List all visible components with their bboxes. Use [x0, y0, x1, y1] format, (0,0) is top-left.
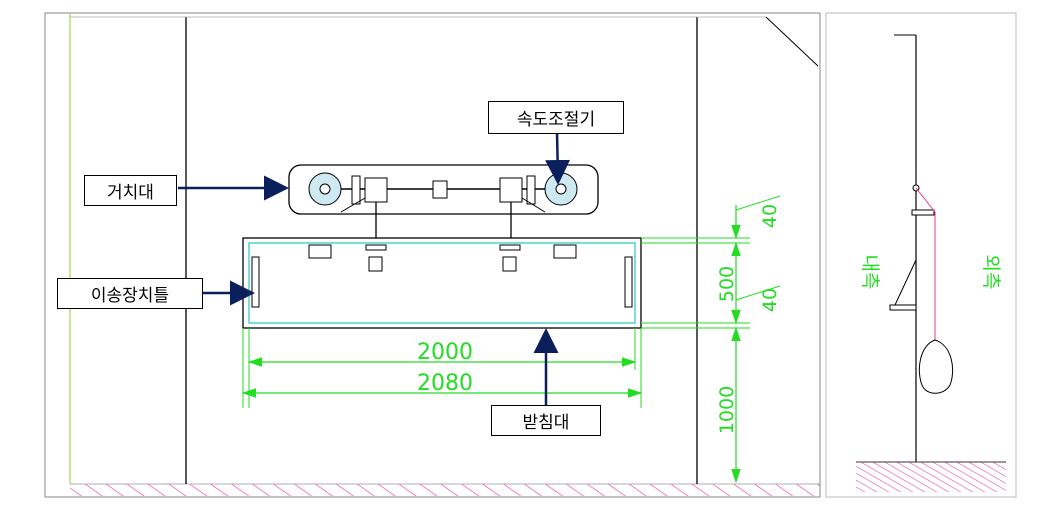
horizontal-dimensions: 2000 2080 — [241, 328, 643, 408]
transfer-frame — [242, 237, 642, 329]
side-view: 내측 외측 — [825, 12, 1017, 498]
side-label-outer: 외측 — [980, 255, 1002, 290]
dim-text-2080: 2080 — [417, 371, 473, 396]
label-transfer-frame: 이송장치틀 — [57, 278, 203, 309]
callout-arrows — [178, 131, 571, 405]
label-speed-controller: 속도조절기 — [488, 101, 624, 134]
side-label-inner: 내측 — [859, 255, 881, 290]
label-mount: 거치대 — [84, 175, 177, 206]
dim-text-bottom-40: 40 — [759, 288, 781, 312]
label-support: 받침대 — [491, 405, 601, 436]
dim-text-2000: 2000 — [417, 340, 473, 365]
dim-text-top-40: 40 — [759, 204, 781, 228]
dim-text-500: 500 — [716, 266, 738, 302]
side-view-border — [825, 12, 1017, 498]
dim-text-1000: 1000 — [716, 386, 738, 434]
vertical-dimensions: 40 500 40 1000 — [641, 195, 781, 484]
arrow-speed-controller — [545, 131, 571, 185]
floor-hatch — [70, 484, 820, 496]
front-elevation: 2000 2080 40 500 40 1000 — [44, 12, 821, 498]
side-floor-hatch — [856, 462, 1006, 492]
